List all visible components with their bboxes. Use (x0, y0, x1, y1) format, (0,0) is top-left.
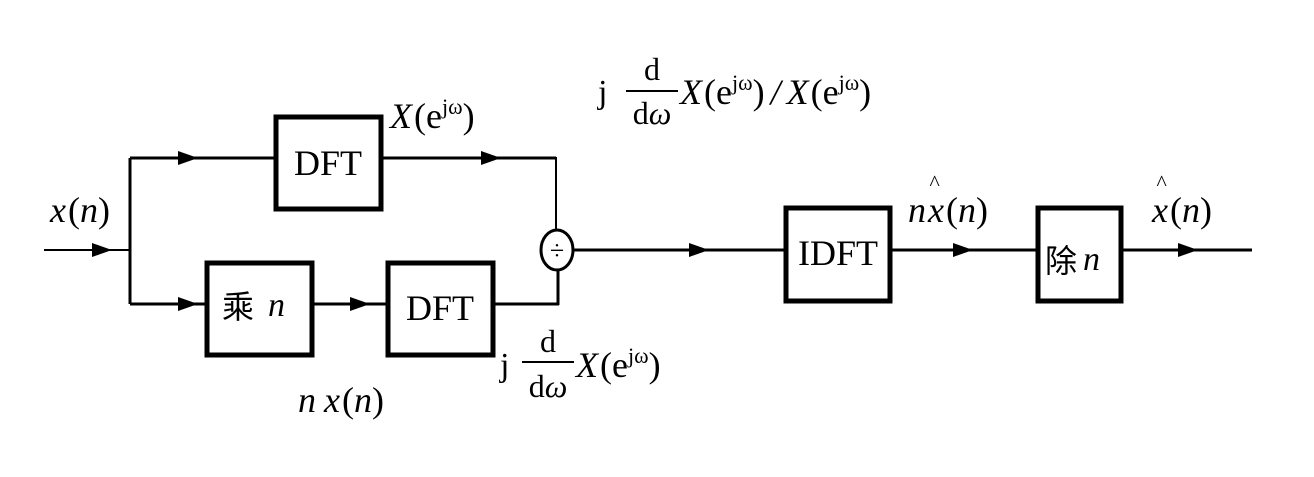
svg-text:d: d (540, 323, 556, 359)
dft-top-output-label: X(ejω) (388, 94, 475, 136)
svg-text:dω: dω (529, 368, 568, 404)
svg-text:X(ejω)/X(ejω): X(ejω)/X(ejω) (678, 70, 871, 112)
svg-text:X(ejω): X(ejω) (388, 94, 475, 136)
div-n-block (1035, 205, 1124, 304)
mult-n-var: n (268, 287, 285, 324)
divide-symbol: ÷ (550, 236, 564, 265)
idft-block (783, 205, 893, 304)
svg-text:^: ^ (929, 170, 940, 195)
mult-n-block (204, 260, 315, 358)
dft-bottom-output-label: j d dω X(ejω) (499, 323, 661, 404)
dft-bottom-block (385, 260, 496, 358)
input-arrow (92, 243, 112, 257)
svg-text:x(n): x(n) (49, 190, 110, 230)
svg-text:X(ejω): X(ejω) (574, 343, 661, 385)
top-branch-arrow (178, 151, 198, 165)
div-n-var: n (1083, 241, 1100, 278)
dft-top-out-arrow (481, 151, 501, 165)
svg-text:dω: dω (633, 95, 672, 131)
div-n-cjk: 除 (1045, 242, 1077, 280)
mult-n-cjk: 乘 (222, 288, 254, 326)
idft-label: IDFT (798, 233, 878, 273)
divider-out-arrow (689, 243, 709, 257)
dft-top-label: DFT (294, 143, 362, 183)
dft-bottom-label: DFT (406, 288, 474, 328)
svg-text:x(n): x(n) (1151, 190, 1212, 230)
mult-out-arrow (350, 297, 370, 311)
svg-text:j: j (597, 74, 607, 111)
svg-text:^: ^ (1156, 170, 1167, 195)
output-label: ^ x(n) (1151, 170, 1212, 230)
output-arrow (1178, 243, 1198, 257)
dft-top-block (273, 114, 384, 212)
svg-text:j: j (499, 347, 509, 384)
idft-output-label: ^ nx(n) (908, 170, 988, 230)
input-label: x(n) (49, 190, 110, 230)
idft-out-arrow (953, 243, 973, 257)
svg-text:nx(n): nx(n) (908, 190, 988, 230)
svg-text:d: d (644, 51, 660, 87)
svg-text:nx(n): nx(n) (298, 380, 384, 420)
ratio-label: j d dω X(ejω)/X(ejω) (597, 51, 871, 131)
bottom-branch-arrow (178, 297, 198, 311)
